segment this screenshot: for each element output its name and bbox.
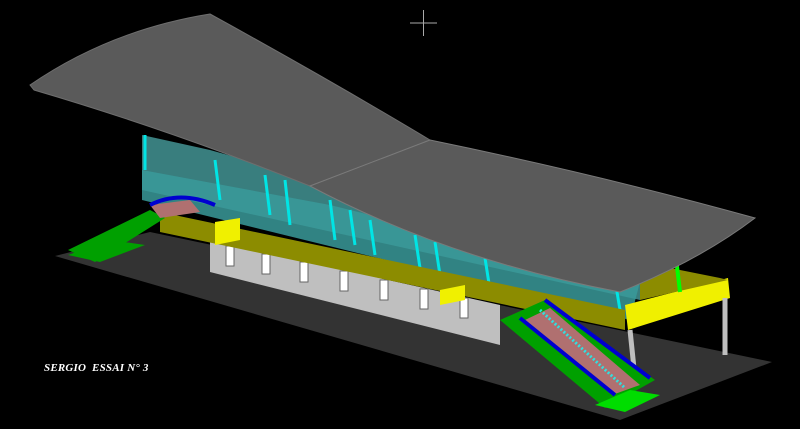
right-escalator-landing bbox=[595, 390, 660, 412]
olive-beam bbox=[160, 212, 625, 330]
left-escalator-rail bbox=[149, 195, 216, 207]
right-escalator-steps bbox=[525, 308, 640, 395]
glass-band bbox=[142, 170, 640, 320]
beam-end-right bbox=[625, 278, 730, 330]
wall-openings bbox=[225, 245, 469, 319]
glass-mullions bbox=[143, 135, 622, 311]
left-escalator-steps bbox=[150, 200, 200, 218]
roof-right bbox=[308, 139, 757, 293]
left-escalator-landing bbox=[68, 240, 145, 262]
right-escalator-treads bbox=[538, 308, 627, 390]
crosshair-icon bbox=[410, 10, 437, 36]
beam-end-left bbox=[215, 218, 240, 245]
roof-left bbox=[29, 13, 432, 187]
right-escalator-rail bbox=[518, 298, 652, 397]
beam-end-mid bbox=[440, 285, 465, 305]
drawing-caption: SERGIO ESSAI N° 3 bbox=[44, 362, 149, 374]
lower-walls bbox=[210, 240, 500, 345]
